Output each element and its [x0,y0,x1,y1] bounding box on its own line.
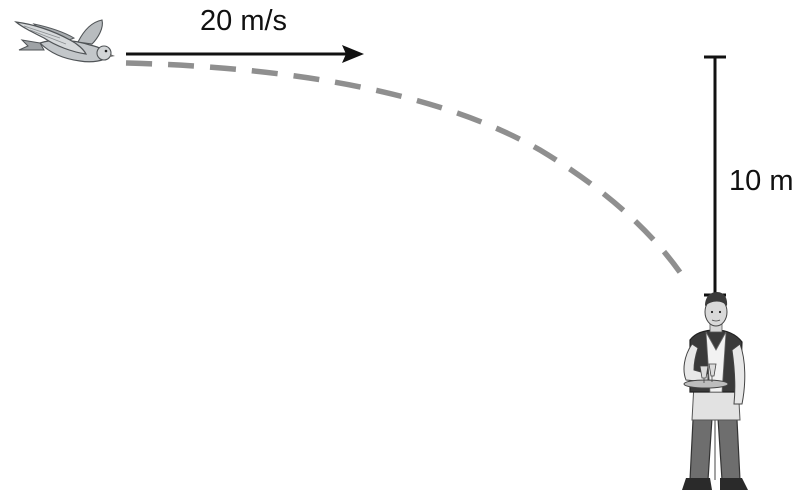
height-label: 10 m [729,165,793,197]
velocity-label: 20 m/s [200,5,287,37]
trajectory-curve [125,60,691,286]
height-dimension [704,55,726,297]
waiter-icon [682,292,748,490]
bird-icon [14,19,115,63]
velocity-arrow [126,45,364,63]
